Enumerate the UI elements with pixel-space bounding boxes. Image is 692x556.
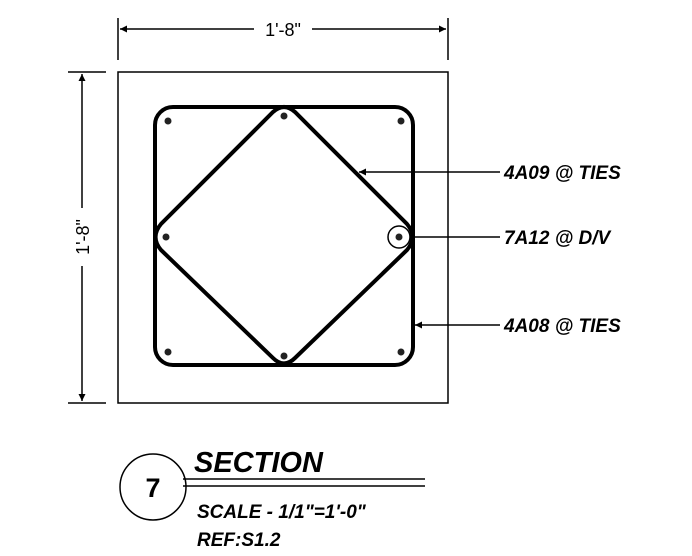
- rebar-dot: [395, 233, 403, 241]
- callout-label: 4A09 @ TIES: [503, 163, 621, 184]
- perimeter-tie: [153, 105, 415, 367]
- rebar-dot: [164, 348, 172, 356]
- callout-perimeter-ties: 4A08 @ TIES: [415, 316, 621, 337]
- callout-label: 4A08 @ TIES: [503, 316, 621, 337]
- callout-diamond-ties: 4A09 @ TIES: [359, 163, 621, 184]
- reference-note: REF:S1.2: [197, 530, 281, 551]
- callout-label: 7A12 @ D/V: [504, 228, 612, 249]
- height-dimension-label: 1'-8": [73, 219, 93, 255]
- rebar-dot: [280, 112, 288, 120]
- rebar-dot: [397, 348, 405, 356]
- rebar-group: [162, 112, 411, 360]
- rebar-dot: [280, 352, 288, 360]
- rebar-dot: [397, 117, 405, 125]
- scale-note: SCALE - 1/1"=1'-0": [197, 502, 367, 523]
- height-dimension: 1'-8": [68, 71, 106, 404]
- rebar-dot: [162, 233, 170, 241]
- callout-vertical-bars: 7A12 @ D/V: [410, 228, 612, 249]
- width-dimension-label: 1'-8": [265, 20, 301, 40]
- section-number-bubble: [119, 453, 187, 521]
- section-title-block: 7 SECTION SCALE - 1/1"=1'-0" REF:S1.2: [119, 447, 425, 551]
- diamond-tie: [153, 105, 415, 366]
- rebar-dot: [164, 117, 172, 125]
- section-number: 7: [145, 473, 160, 503]
- width-dimension: 1'-8": [117, 18, 449, 60]
- section-title: SECTION: [194, 447, 324, 479]
